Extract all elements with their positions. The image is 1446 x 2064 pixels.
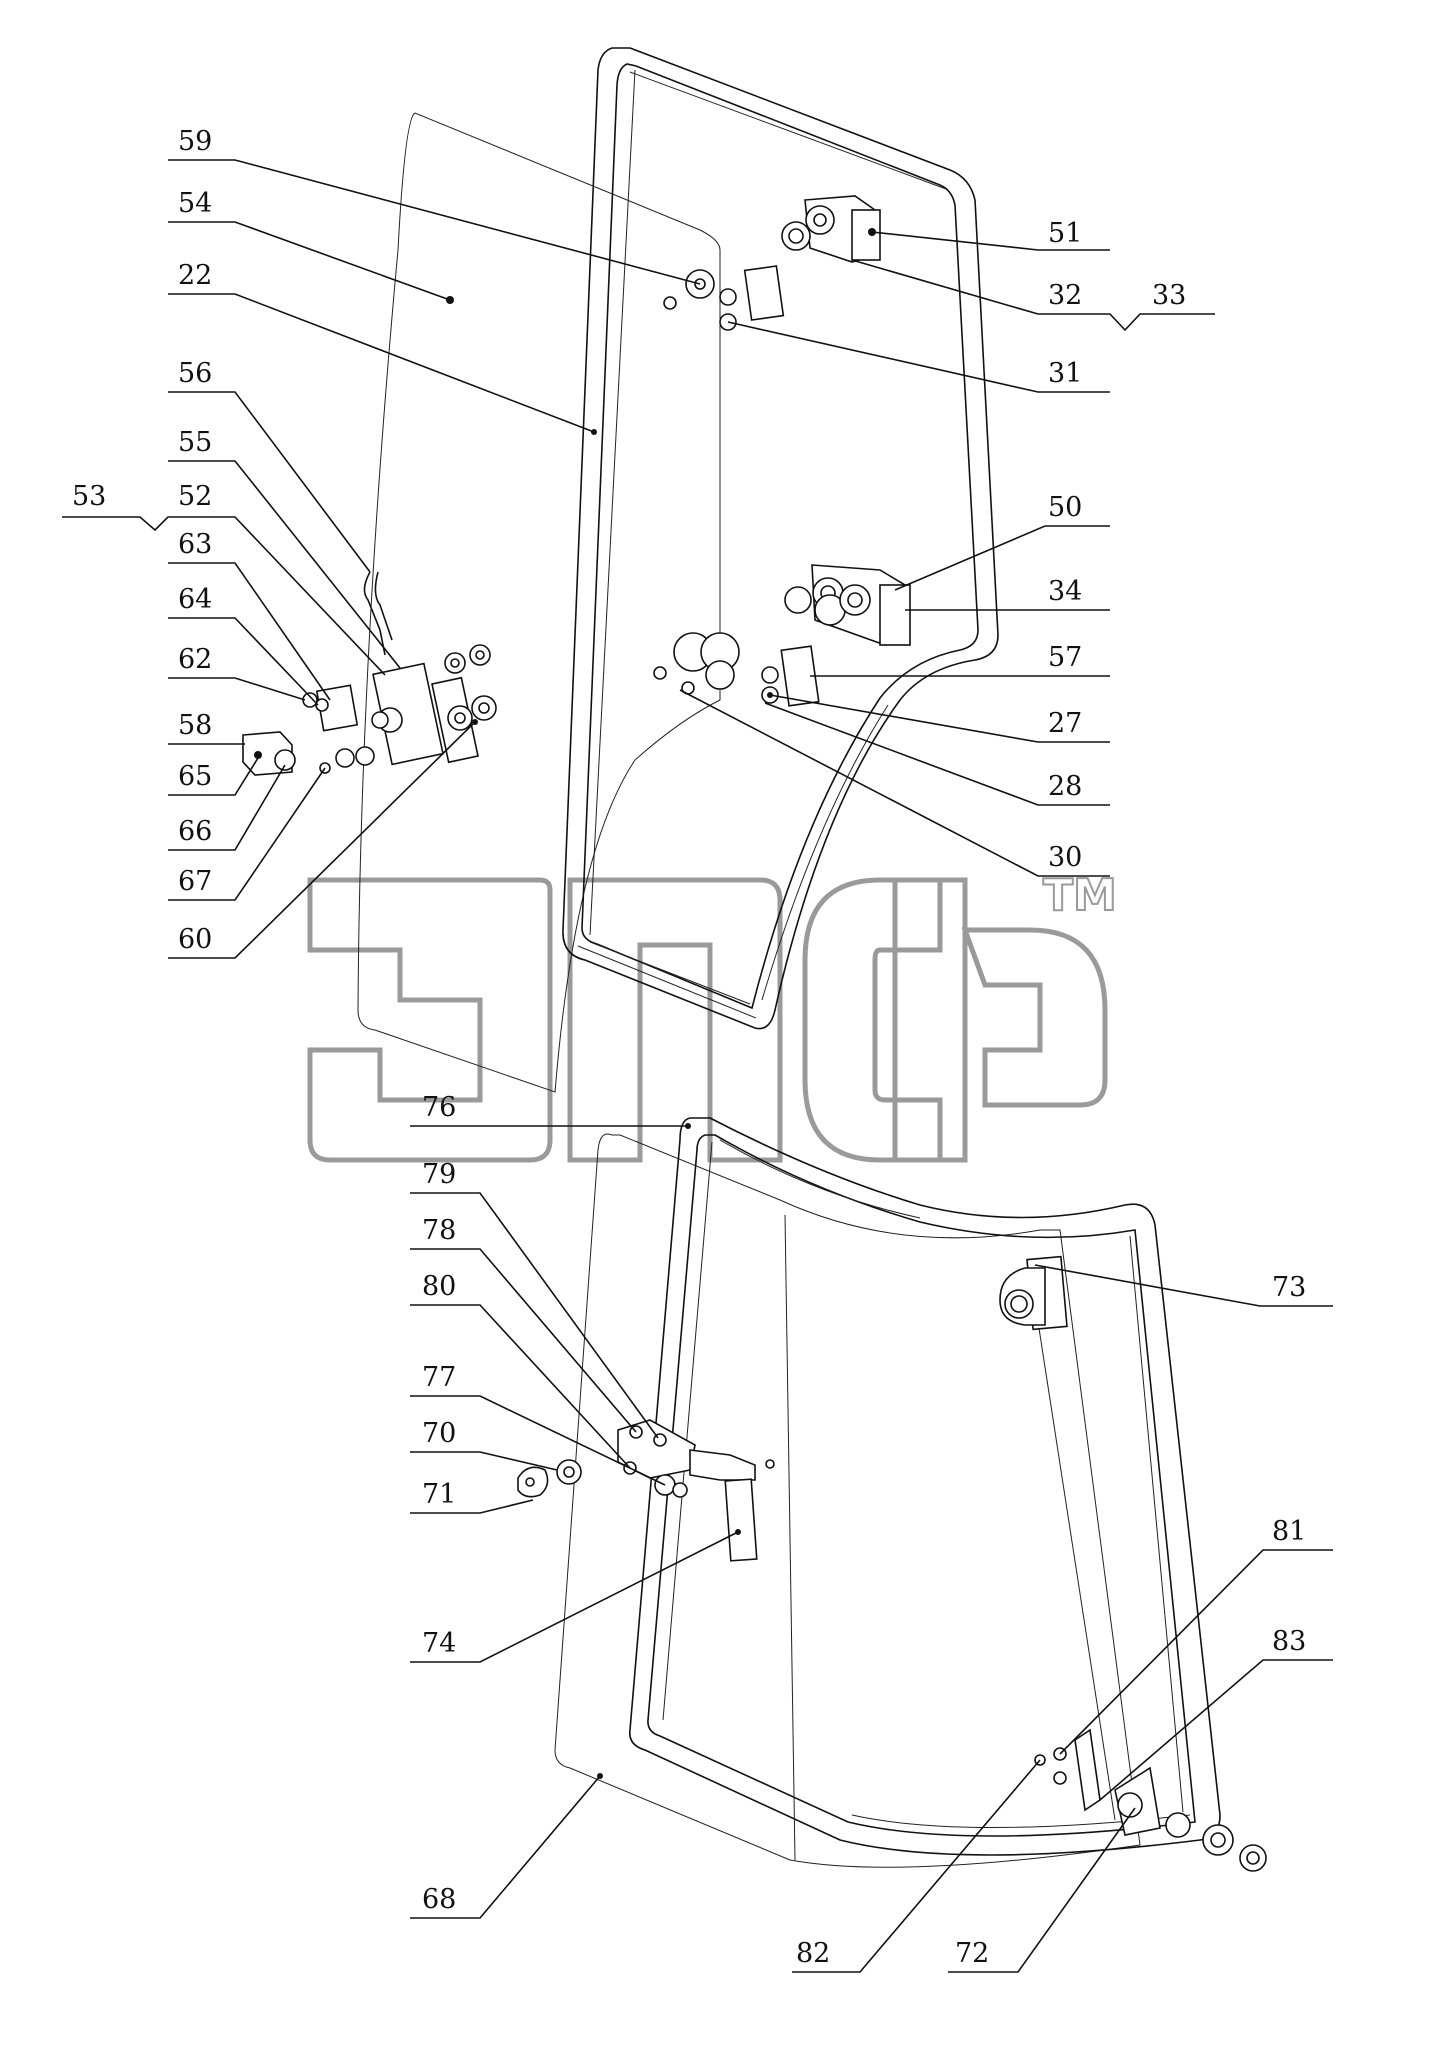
label-32-33: 32 33: [851, 259, 1215, 332]
label-66: 66: [168, 764, 286, 851]
label-70: 70: [410, 1418, 558, 1471]
upper-latch-top: [781, 195, 881, 263]
label-62-text: 62: [178, 644, 212, 675]
label-28-text: 28: [1048, 771, 1082, 802]
label-58: 58: [168, 710, 245, 745]
label-68: 68: [410, 1773, 603, 1919]
label-54-text: 54: [178, 188, 212, 219]
label-56: 56: [168, 358, 371, 573]
label-72-text: 72: [955, 1938, 989, 1969]
label-59: 59: [168, 126, 701, 285]
label-83-text: 83: [1272, 1626, 1306, 1657]
label-62: 62: [168, 644, 306, 701]
upper-glass-panel: [357, 47, 999, 1093]
upper-hinge-top: [663, 265, 785, 331]
label-33-text: 33: [1152, 280, 1186, 311]
label-73: 73: [1034, 1264, 1333, 1307]
label-83: 83: [1099, 1626, 1333, 1801]
lower-handle-assembly: [617, 1419, 775, 1562]
label-70-text: 70: [422, 1418, 456, 1449]
left-latch-assembly: [242, 571, 497, 776]
label-82-text: 82: [796, 1938, 830, 1969]
label-68-text: 68: [422, 1884, 456, 1915]
lower-hinge-top: [999, 1255, 1068, 1331]
label-67-text: 67: [178, 866, 212, 897]
label-71: 71: [410, 1479, 534, 1514]
label-56-text: 56: [178, 358, 212, 389]
lower-lock: [517, 1459, 582, 1498]
label-80: 80: [410, 1271, 631, 1469]
label-51: 51: [871, 218, 1110, 251]
label-81: 81: [1059, 1516, 1333, 1755]
label-71-text: 71: [422, 1479, 456, 1510]
label-82: 82: [792, 1759, 1041, 1973]
label-52-text: 52: [178, 481, 212, 512]
label-58-text: 58: [178, 710, 212, 741]
label-60: 60: [168, 719, 478, 959]
label-30: 30: [679, 689, 1110, 877]
label-74: 74: [410, 1529, 741, 1663]
trademark-mark: TM: [1043, 870, 1117, 921]
label-27-text: 27: [1048, 708, 1082, 739]
label-80-text: 80: [422, 1271, 456, 1302]
label-55: 55: [168, 427, 401, 669]
label-64: 64: [168, 584, 319, 706]
label-79: 79: [410, 1159, 659, 1439]
upper-latch-middle: [784, 564, 911, 646]
label-77-text: 77: [422, 1362, 456, 1393]
label-51-text: 51: [1048, 218, 1082, 249]
label-53-text: 53: [72, 481, 106, 512]
label-31-text: 31: [1048, 358, 1082, 389]
label-32-text: 32: [1048, 280, 1082, 311]
label-63: 63: [168, 529, 331, 701]
label-50-text: 50: [1048, 492, 1082, 523]
label-22: 22: [168, 260, 597, 435]
label-79-text: 79: [422, 1159, 456, 1190]
label-31: 31: [727, 321, 1110, 393]
label-78: 78: [410, 1215, 637, 1433]
label-72: 72: [948, 1807, 1136, 1973]
label-34: 34: [905, 576, 1110, 611]
label-59-text: 59: [178, 126, 212, 157]
label-66-text: 66: [178, 816, 212, 847]
label-60-text: 60: [178, 924, 212, 955]
label-55-text: 55: [178, 427, 212, 458]
label-74-text: 74: [422, 1628, 456, 1659]
label-30-text: 30: [1048, 842, 1082, 873]
label-28: 28: [764, 702, 1110, 806]
label-53: 53 52: [62, 481, 386, 676]
label-57: 57: [810, 642, 1110, 677]
watermark-logo: TM: [307, 869, 1118, 1163]
label-67: 67: [168, 767, 326, 901]
label-78-text: 78: [422, 1215, 456, 1246]
label-22-text: 22: [178, 260, 212, 291]
label-65-text: 65: [178, 761, 212, 792]
label-50: 50: [894, 492, 1110, 591]
lower-hinge-bottom: [1034, 1728, 1267, 1872]
label-65: 65: [168, 757, 259, 796]
label-57-text: 57: [1048, 642, 1082, 673]
label-27: 27: [767, 692, 1110, 743]
label-34-text: 34: [1048, 576, 1082, 607]
label-63-text: 63: [178, 529, 212, 560]
lower-glass-panel: [554, 1117, 1221, 1868]
label-73-text: 73: [1272, 1272, 1306, 1303]
upper-hinge-bottom: [653, 632, 820, 707]
label-64-text: 64: [178, 584, 212, 615]
label-54: 54: [168, 188, 454, 304]
label-81-text: 81: [1272, 1516, 1306, 1547]
label-76-text: 76: [422, 1092, 456, 1123]
label-77: 77: [410, 1362, 666, 1486]
label-76: 76: [410, 1092, 691, 1129]
